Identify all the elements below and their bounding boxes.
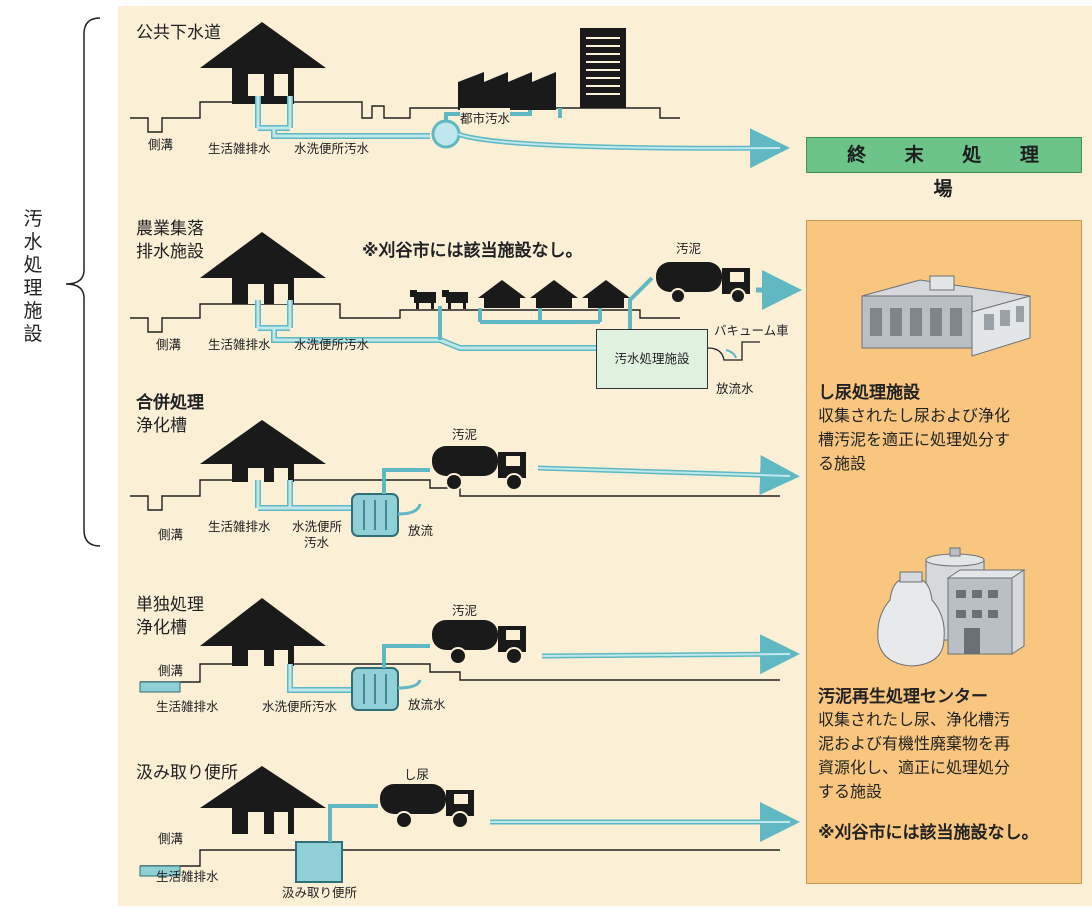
ditch-label: 側溝 (158, 663, 184, 678)
vacuum-truck-2 (432, 446, 526, 491)
gray-water-label: 生活雑排水 (156, 699, 219, 714)
sewage-treatment-facility: 汚水処理施設 (596, 329, 708, 389)
night-soil-facility-desc-2: 槽汚泥を適正に処理処分す (818, 430, 1011, 449)
gray-water-label: 生活雑排水 (208, 337, 271, 352)
cows (410, 290, 468, 309)
agricultural-note: ※刈谷市には該当施設なし。 (362, 241, 583, 261)
night-soil-plant-illustration (861, 275, 1031, 357)
discharge-label: 放流水 (408, 697, 446, 712)
sludge-center-title: 汚泥再生処理センター (818, 687, 988, 707)
combined-title-line1: 合併処理 (136, 393, 204, 413)
gray-water-label: 生活雑排水 (156, 869, 219, 884)
toilet-water-label: 水洗便所汚水 (262, 699, 338, 714)
combined-tank-scene (130, 420, 800, 537)
sludge-center-desc-2: 泥および有機性廃棄物を再 (818, 734, 1011, 753)
sludge-center-note: ※刈谷市には該当施設なし。 (818, 823, 1039, 843)
night-soil-facility-desc-1: 収集されたし尿および浄化 (818, 406, 1011, 425)
single-title-line2: 浄化槽 (136, 618, 187, 638)
ditch-label: 側溝 (158, 527, 184, 542)
agricultural-scene (130, 232, 802, 361)
sludge-center-desc-3: 資源化し、適正に処理処分 (818, 758, 1011, 777)
sludge-center-desc-1: 収集されたし尿、浄化槽汚 (818, 710, 1011, 729)
combined-title-line2: 浄化槽 (136, 416, 187, 436)
vacuum-truck-4 (380, 784, 474, 829)
public-sewer-scene (130, 22, 790, 169)
pit-toilet-label: 汲み取り便所 (282, 885, 358, 900)
night-soil-label: し尿 (404, 767, 430, 782)
pit-tank (295, 841, 343, 883)
vacuum-truck-1 (656, 262, 750, 304)
sludge-label: 汚泥 (452, 603, 478, 618)
vacuum-truck-label: バキューム車 (714, 323, 789, 338)
vacuum-truck-3 (432, 620, 526, 665)
discharge-label: 放流水 (716, 381, 754, 396)
manhole (431, 119, 461, 149)
discharge-label: 放流 (408, 523, 434, 538)
toilet-water-label-line1: 水洗便所 (292, 519, 343, 534)
toilet-water-label: 水洗便所汚水 (294, 141, 370, 156)
group-label: 汚水処理施設 (23, 208, 43, 345)
single-title-line1: 単独処理 (136, 595, 204, 615)
pit-toilet-title: 汲み取り便所 (136, 763, 238, 783)
sludge-center-desc-4: する施設 (818, 782, 883, 801)
pit-toilet-scene (139, 766, 800, 883)
end-treatment-plant: 終 末 処 理 場 (806, 137, 1082, 200)
public-sewer-title: 公共下水道 (136, 23, 221, 43)
single-tank-scene (139, 598, 800, 711)
gray-water-label: 生活雑排水 (208, 141, 271, 156)
ditch-label: 側溝 (148, 137, 174, 152)
agricultural-title-line1: 農業集落 (136, 219, 204, 239)
gray-water-label: 生活雑排水 (208, 519, 271, 534)
night-soil-facility-title: し尿処理施設 (818, 383, 920, 403)
ditch-label: 側溝 (156, 337, 182, 352)
city-sewage-label: 都市汚水 (460, 108, 511, 127)
office-building (580, 28, 626, 108)
house-roof (200, 22, 326, 68)
sludge-label: 汚泥 (676, 241, 702, 256)
toilet-water-label-line2: 汚水 (304, 535, 330, 550)
agricultural-title-line2: 排水施設 (136, 242, 204, 262)
ditch-label: 側溝 (158, 831, 184, 846)
factory (458, 72, 556, 110)
sludge-label: 汚泥 (452, 427, 478, 442)
toilet-water-label: 水洗便所汚水 (294, 337, 370, 352)
barns (478, 280, 630, 308)
group-brace (65, 17, 101, 547)
sludge-center-illustration (877, 547, 1026, 667)
night-soil-facility-desc-3: る施設 (818, 454, 867, 473)
